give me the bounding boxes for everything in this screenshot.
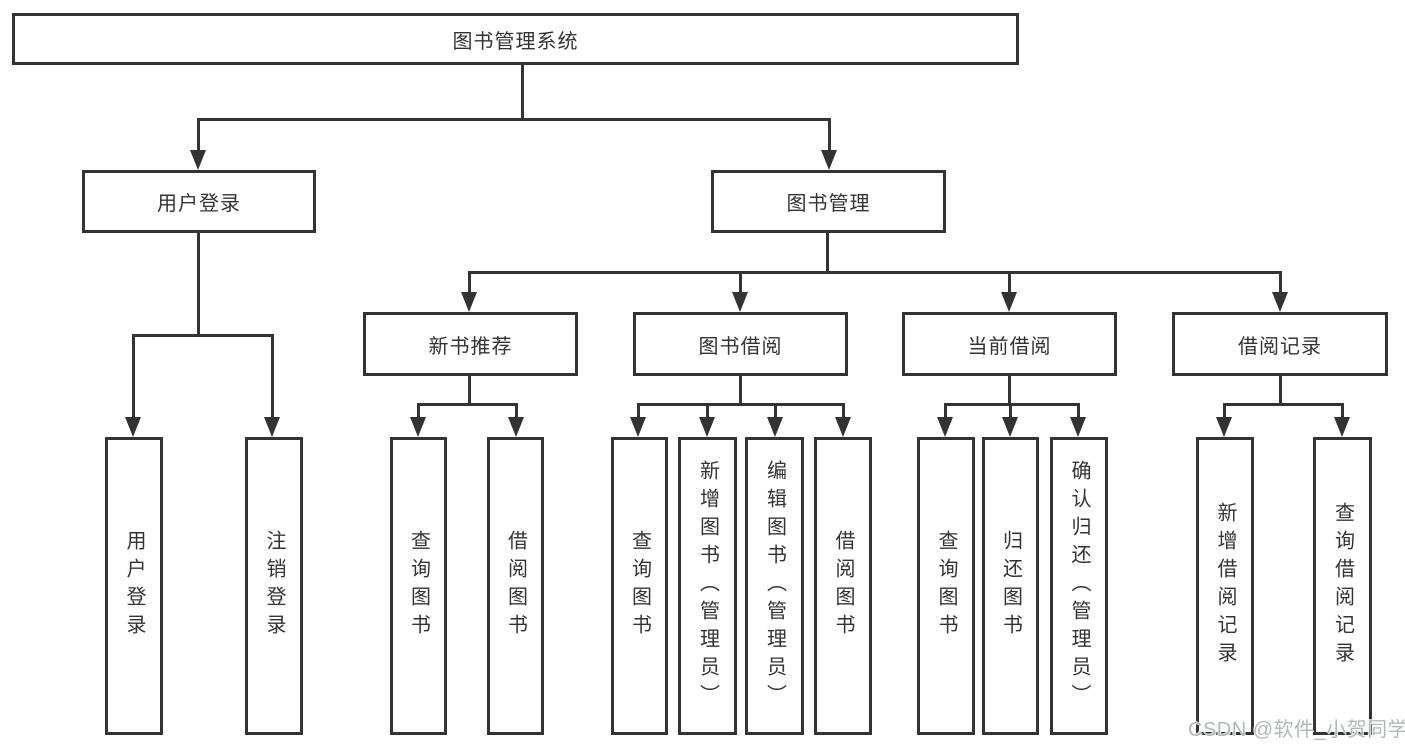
arrow-br-query xyxy=(1334,417,1350,437)
connector-level2-bar xyxy=(197,118,831,121)
node-new-book-recommend-label: 新书推荐 xyxy=(428,335,513,358)
connector-drop-br-add xyxy=(1223,403,1226,420)
arrow-book-borrowing xyxy=(732,292,748,312)
leaf-br-add-record-label: 新增借阅记录 xyxy=(1214,502,1236,670)
connector-root-stem xyxy=(521,65,524,119)
node-book-management: 图书管理 xyxy=(711,170,946,233)
leaf-user-login: 用户登录 xyxy=(105,437,163,735)
leaf-cb-confirm-return-admin-label: 确认归还（管理员） xyxy=(1068,460,1090,712)
connector-drop-current-borrowing xyxy=(1008,271,1011,294)
connector-user-login-bar xyxy=(132,334,274,337)
leaf-br-query-record-label: 查询借阅记录 xyxy=(1331,502,1354,670)
arrow-bb-add xyxy=(699,417,715,437)
connector-drop-leaf-user-login xyxy=(132,334,135,420)
connector-drop-bb-add xyxy=(706,403,709,420)
connector-drop-br-query xyxy=(1341,403,1344,420)
connector-drop-new-book xyxy=(468,271,471,294)
leaf-nb-borrow-books: 借阅图书 xyxy=(487,437,544,735)
leaf-bb-borrow-books-label: 借阅图书 xyxy=(832,530,854,642)
node-book-borrowing: 图书借阅 xyxy=(633,312,848,376)
connector-current-borrowing-stem xyxy=(1008,376,1011,406)
connector-book-borrowing-bar xyxy=(637,403,844,406)
connector-drop-nb-query xyxy=(417,403,420,420)
leaf-nb-borrow-books-label: 借阅图书 xyxy=(504,530,527,642)
connector-drop-cb-query xyxy=(944,403,947,420)
arrow-leaf-user-login xyxy=(125,417,141,437)
leaf-bb-query-books-label: 查询图书 xyxy=(628,530,651,642)
arrow-new-book xyxy=(461,292,477,312)
node-user-login: 用户登录 xyxy=(82,170,316,233)
connector-drop-cb-return xyxy=(1009,403,1012,420)
arrow-book-management xyxy=(821,150,837,170)
arrow-br-add xyxy=(1216,417,1232,437)
node-borrow-records: 借阅记录 xyxy=(1172,312,1388,376)
leaf-nb-query-books-label: 查询图书 xyxy=(407,530,430,642)
connector-drop-nb-borrow xyxy=(515,403,518,420)
arrow-bb-borrow xyxy=(835,417,851,437)
connector-drop-bb-query xyxy=(637,403,640,420)
leaf-bb-edit-book-admin: 编辑图书（管理员） xyxy=(745,437,804,735)
node-book-management-label: 图书管理 xyxy=(786,193,871,215)
leaf-user-login-label: 用户登录 xyxy=(123,530,145,642)
leaf-bb-borrow-books: 借阅图书 xyxy=(814,437,872,735)
arrow-nb-borrow xyxy=(508,417,524,437)
leaf-cb-return-book: 归还图书 xyxy=(982,437,1039,735)
connector-drop-bb-borrow xyxy=(842,403,845,420)
node-user-login-label: 用户登录 xyxy=(157,193,241,215)
leaf-bb-add-book-admin: 新增图书（管理员） xyxy=(678,437,737,735)
arrow-borrow-records xyxy=(1272,292,1288,312)
connector-drop-cb-confirm xyxy=(1077,403,1080,420)
arrow-user-login xyxy=(190,150,206,170)
connector-new-book-bar xyxy=(417,403,518,406)
connector-book-borrowing-stem xyxy=(739,376,742,406)
arrow-cb-return xyxy=(1002,417,1018,437)
connector-book-management-stem xyxy=(826,233,829,274)
arrow-current-borrowing xyxy=(1001,292,1017,312)
arrow-nb-query xyxy=(410,417,426,437)
connector-drop-leaf-logout xyxy=(271,334,274,420)
connector-user-login-stem xyxy=(197,233,200,337)
leaf-br-add-record: 新增借阅记录 xyxy=(1196,437,1254,735)
connector-drop-book-borrowing xyxy=(739,271,742,294)
leaf-bb-add-book-admin-label: 新增图书（管理员） xyxy=(696,460,719,712)
node-new-book-recommend: 新书推荐 xyxy=(363,312,578,376)
node-current-borrowing: 当前借阅 xyxy=(902,312,1117,376)
node-root-label: 图书管理系统 xyxy=(452,30,579,53)
connector-drop-user-login xyxy=(197,118,200,154)
node-root: 图书管理系统 xyxy=(12,13,1019,65)
leaf-cb-query-books: 查询图书 xyxy=(917,437,975,735)
leaf-cb-confirm-return-admin: 确认归还（管理员） xyxy=(1050,437,1108,735)
leaf-logout: 注销登录 xyxy=(245,437,303,735)
connector-new-book-stem xyxy=(468,376,471,406)
arrow-cb-query xyxy=(937,417,953,437)
arrow-bb-edit xyxy=(767,417,783,437)
connector-borrow-records-bar xyxy=(1223,403,1344,406)
leaf-bb-edit-book-admin-label: 编辑图书（管理员） xyxy=(763,460,786,712)
leaf-cb-query-books-label: 查询图书 xyxy=(935,530,957,642)
connector-drop-bb-edit xyxy=(774,403,777,420)
arrow-bb-query xyxy=(630,417,646,437)
connector-level3-bar xyxy=(468,271,1282,274)
connector-borrow-records-stem xyxy=(1279,376,1282,406)
leaf-logout-label: 注销登录 xyxy=(263,530,285,642)
watermark-text: CSDN @软件_小贺同学 xyxy=(1188,719,1405,741)
leaf-br-query-record: 查询借阅记录 xyxy=(1313,437,1372,735)
node-book-borrowing-label: 图书借阅 xyxy=(698,335,783,358)
leaf-nb-query-books: 查询图书 xyxy=(390,437,447,735)
arrow-leaf-logout xyxy=(264,417,280,437)
connector-drop-borrow-records xyxy=(1279,271,1282,294)
connector-drop-book-management xyxy=(828,118,831,154)
arrow-cb-confirm xyxy=(1070,417,1086,437)
node-current-borrowing-label: 当前借阅 xyxy=(967,335,1052,358)
node-borrow-records-label: 借阅记录 xyxy=(1238,335,1322,358)
connector-current-borrowing-bar xyxy=(944,403,1080,406)
leaf-bb-query-books: 查询图书 xyxy=(611,437,668,735)
leaf-cb-return-book-label: 归还图书 xyxy=(999,530,1022,642)
